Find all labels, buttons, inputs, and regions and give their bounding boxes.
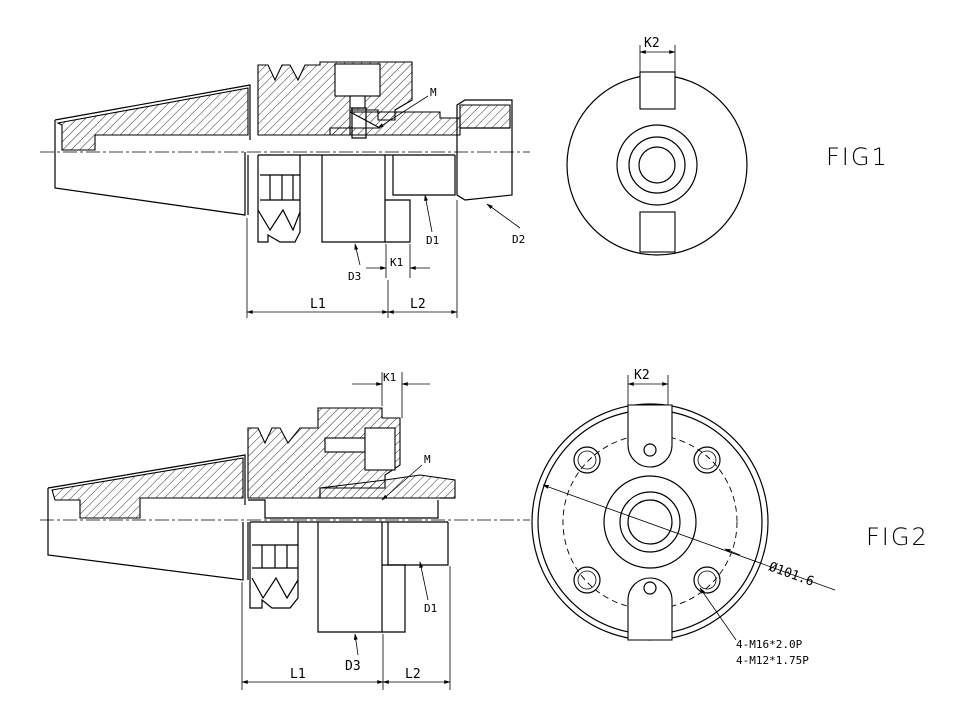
fig2-label-d3: D3 — [345, 659, 361, 674]
fig2-label-m: M — [424, 453, 431, 466]
fig2-label-l1: L1 — [290, 667, 306, 682]
fig1-side-view: M D1 D2 D3 K1 L1 L2 — [40, 61, 530, 318]
fig2-label-thread-1: 4-M16*2.0P — [736, 638, 803, 651]
fig2-side-view: K1 M D1 D3 L1 L2 — [40, 371, 530, 690]
fig1-label-l2: L2 — [410, 297, 426, 312]
fig1-label-d1: D1 — [426, 234, 439, 247]
fig2-title: FIG2 — [866, 523, 929, 551]
fig2-label-diameter: Ø101.6 — [767, 560, 816, 590]
bolt-hole-group — [573, 446, 721, 594]
fig2-label-thread-2: 4-M12*1.75P — [736, 654, 809, 667]
fig2-label-l2: L2 — [405, 667, 421, 682]
fig1-end-view: K2 FIG1 — [566, 36, 889, 256]
fig1-label-d3: D3 — [348, 270, 361, 283]
fig1-label-d2: D2 — [512, 233, 525, 246]
fig2-label-k1: K1 — [383, 371, 396, 384]
fig1-label-l1: L1 — [310, 297, 326, 312]
fig1-title: FIG1 — [826, 143, 889, 171]
fig2-label-k2: K2 — [634, 368, 650, 383]
fig1-label-k1: K1 — [390, 256, 403, 269]
fig1-label-k2: K2 — [644, 36, 660, 51]
fig2-end-view: K2 Ø101.6 4-M16*2.0P 4-M12*1.75P FIG2 — [531, 368, 929, 667]
fig1-label-m: M — [430, 86, 437, 99]
fig2-label-d1: D1 — [424, 602, 437, 615]
